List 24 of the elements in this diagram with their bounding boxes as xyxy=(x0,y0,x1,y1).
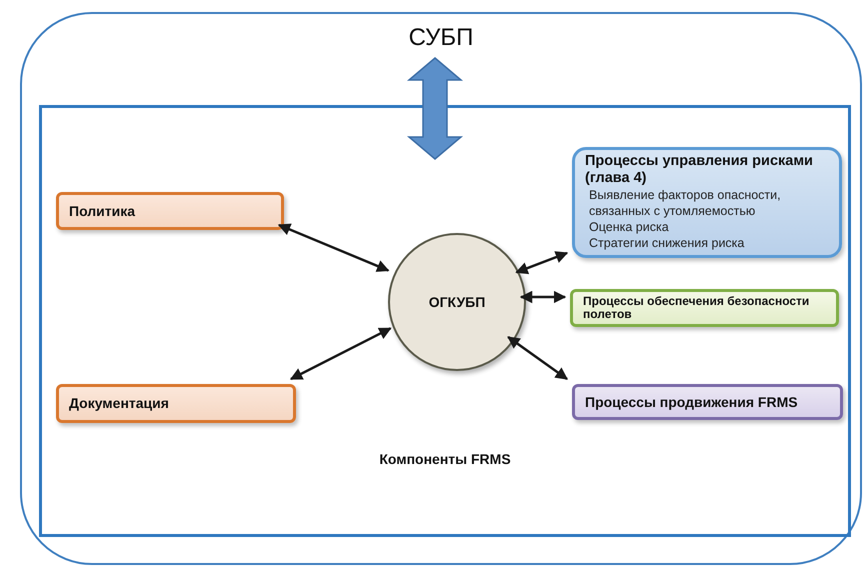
box-heading: Процессы обеспечения безопасности полетов xyxy=(583,295,810,321)
process-box xyxy=(56,192,284,230)
system-title: СУБП xyxy=(408,24,474,52)
connector-arrow xyxy=(507,336,568,380)
process-box xyxy=(56,384,296,423)
box-heading: Процессы управления рисками (глава 4) xyxy=(585,153,814,187)
connector-arrow xyxy=(290,327,392,380)
box-item: Стратегии снижения риска xyxy=(588,235,746,252)
box-heading: Процессы продвижения FRMS xyxy=(585,394,799,410)
circle-label: ОГКУБП xyxy=(428,294,486,310)
process-box xyxy=(572,147,842,258)
process-box xyxy=(570,289,839,327)
components-frame xyxy=(39,105,851,537)
box-heading: Политика xyxy=(69,202,136,220)
connector-arrow xyxy=(520,290,566,304)
system-boundary xyxy=(20,12,862,565)
frame-caption: Компоненты FRMS xyxy=(378,451,512,467)
box-item: Выявление факторов опасности, связанных с утомляемостью xyxy=(588,186,782,220)
box-heading: Документация xyxy=(69,395,170,412)
connector-arrow xyxy=(515,251,568,274)
box-item: Оценка риска xyxy=(588,219,670,236)
process-box xyxy=(572,384,843,420)
connector-arrow xyxy=(278,224,390,272)
double-arrow xyxy=(406,57,464,160)
